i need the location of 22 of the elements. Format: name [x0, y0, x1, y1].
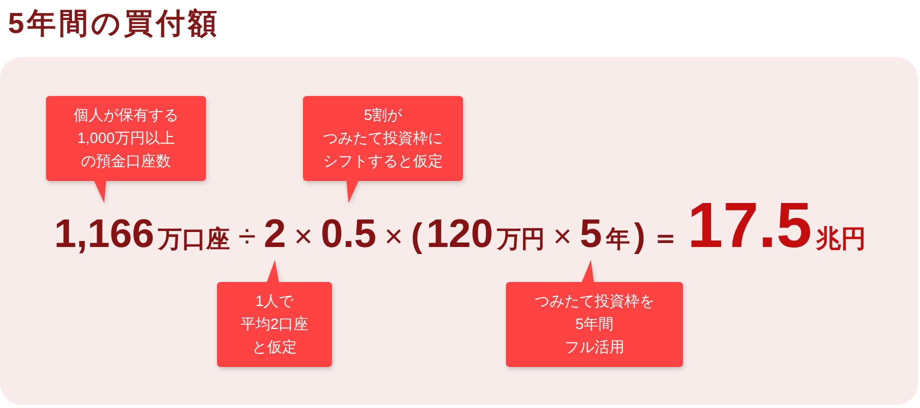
number-text: 5: [580, 214, 602, 254]
speech-bubble: つみたて投資枠を5年間フル活用: [506, 260, 683, 367]
unit-text: 万円: [497, 228, 546, 252]
unit-text: 年: [606, 228, 630, 252]
result-value: 17.5: [687, 193, 812, 257]
speech-bubble: 1人で平均2口座と仮定: [217, 260, 332, 367]
title: 5年間の買付額: [8, 7, 220, 41]
multiplication-sign: ×: [294, 220, 313, 252]
number-text: 2: [264, 214, 286, 254]
closing-parenthesis: ): [634, 219, 646, 253]
speech-bubble: 5割がつみたて投資枠にシフトすると仮定: [303, 96, 463, 203]
multiplication-sign: ×: [553, 220, 572, 252]
result-unit: 兆円: [816, 227, 866, 252]
number-text: 120: [426, 214, 494, 254]
number-text: 0.5: [320, 214, 376, 254]
number-text: 1,166: [54, 214, 154, 254]
unit-text: 万口座: [158, 228, 230, 252]
opening-parenthesis: (: [411, 219, 422, 253]
speech-bubble: 個人が保有する1,000万円以上の預金口座数: [46, 96, 206, 203]
division-sign: ÷: [238, 220, 256, 252]
multiplication-sign: ×: [384, 220, 403, 252]
equals-sign: ＝: [651, 224, 680, 252]
